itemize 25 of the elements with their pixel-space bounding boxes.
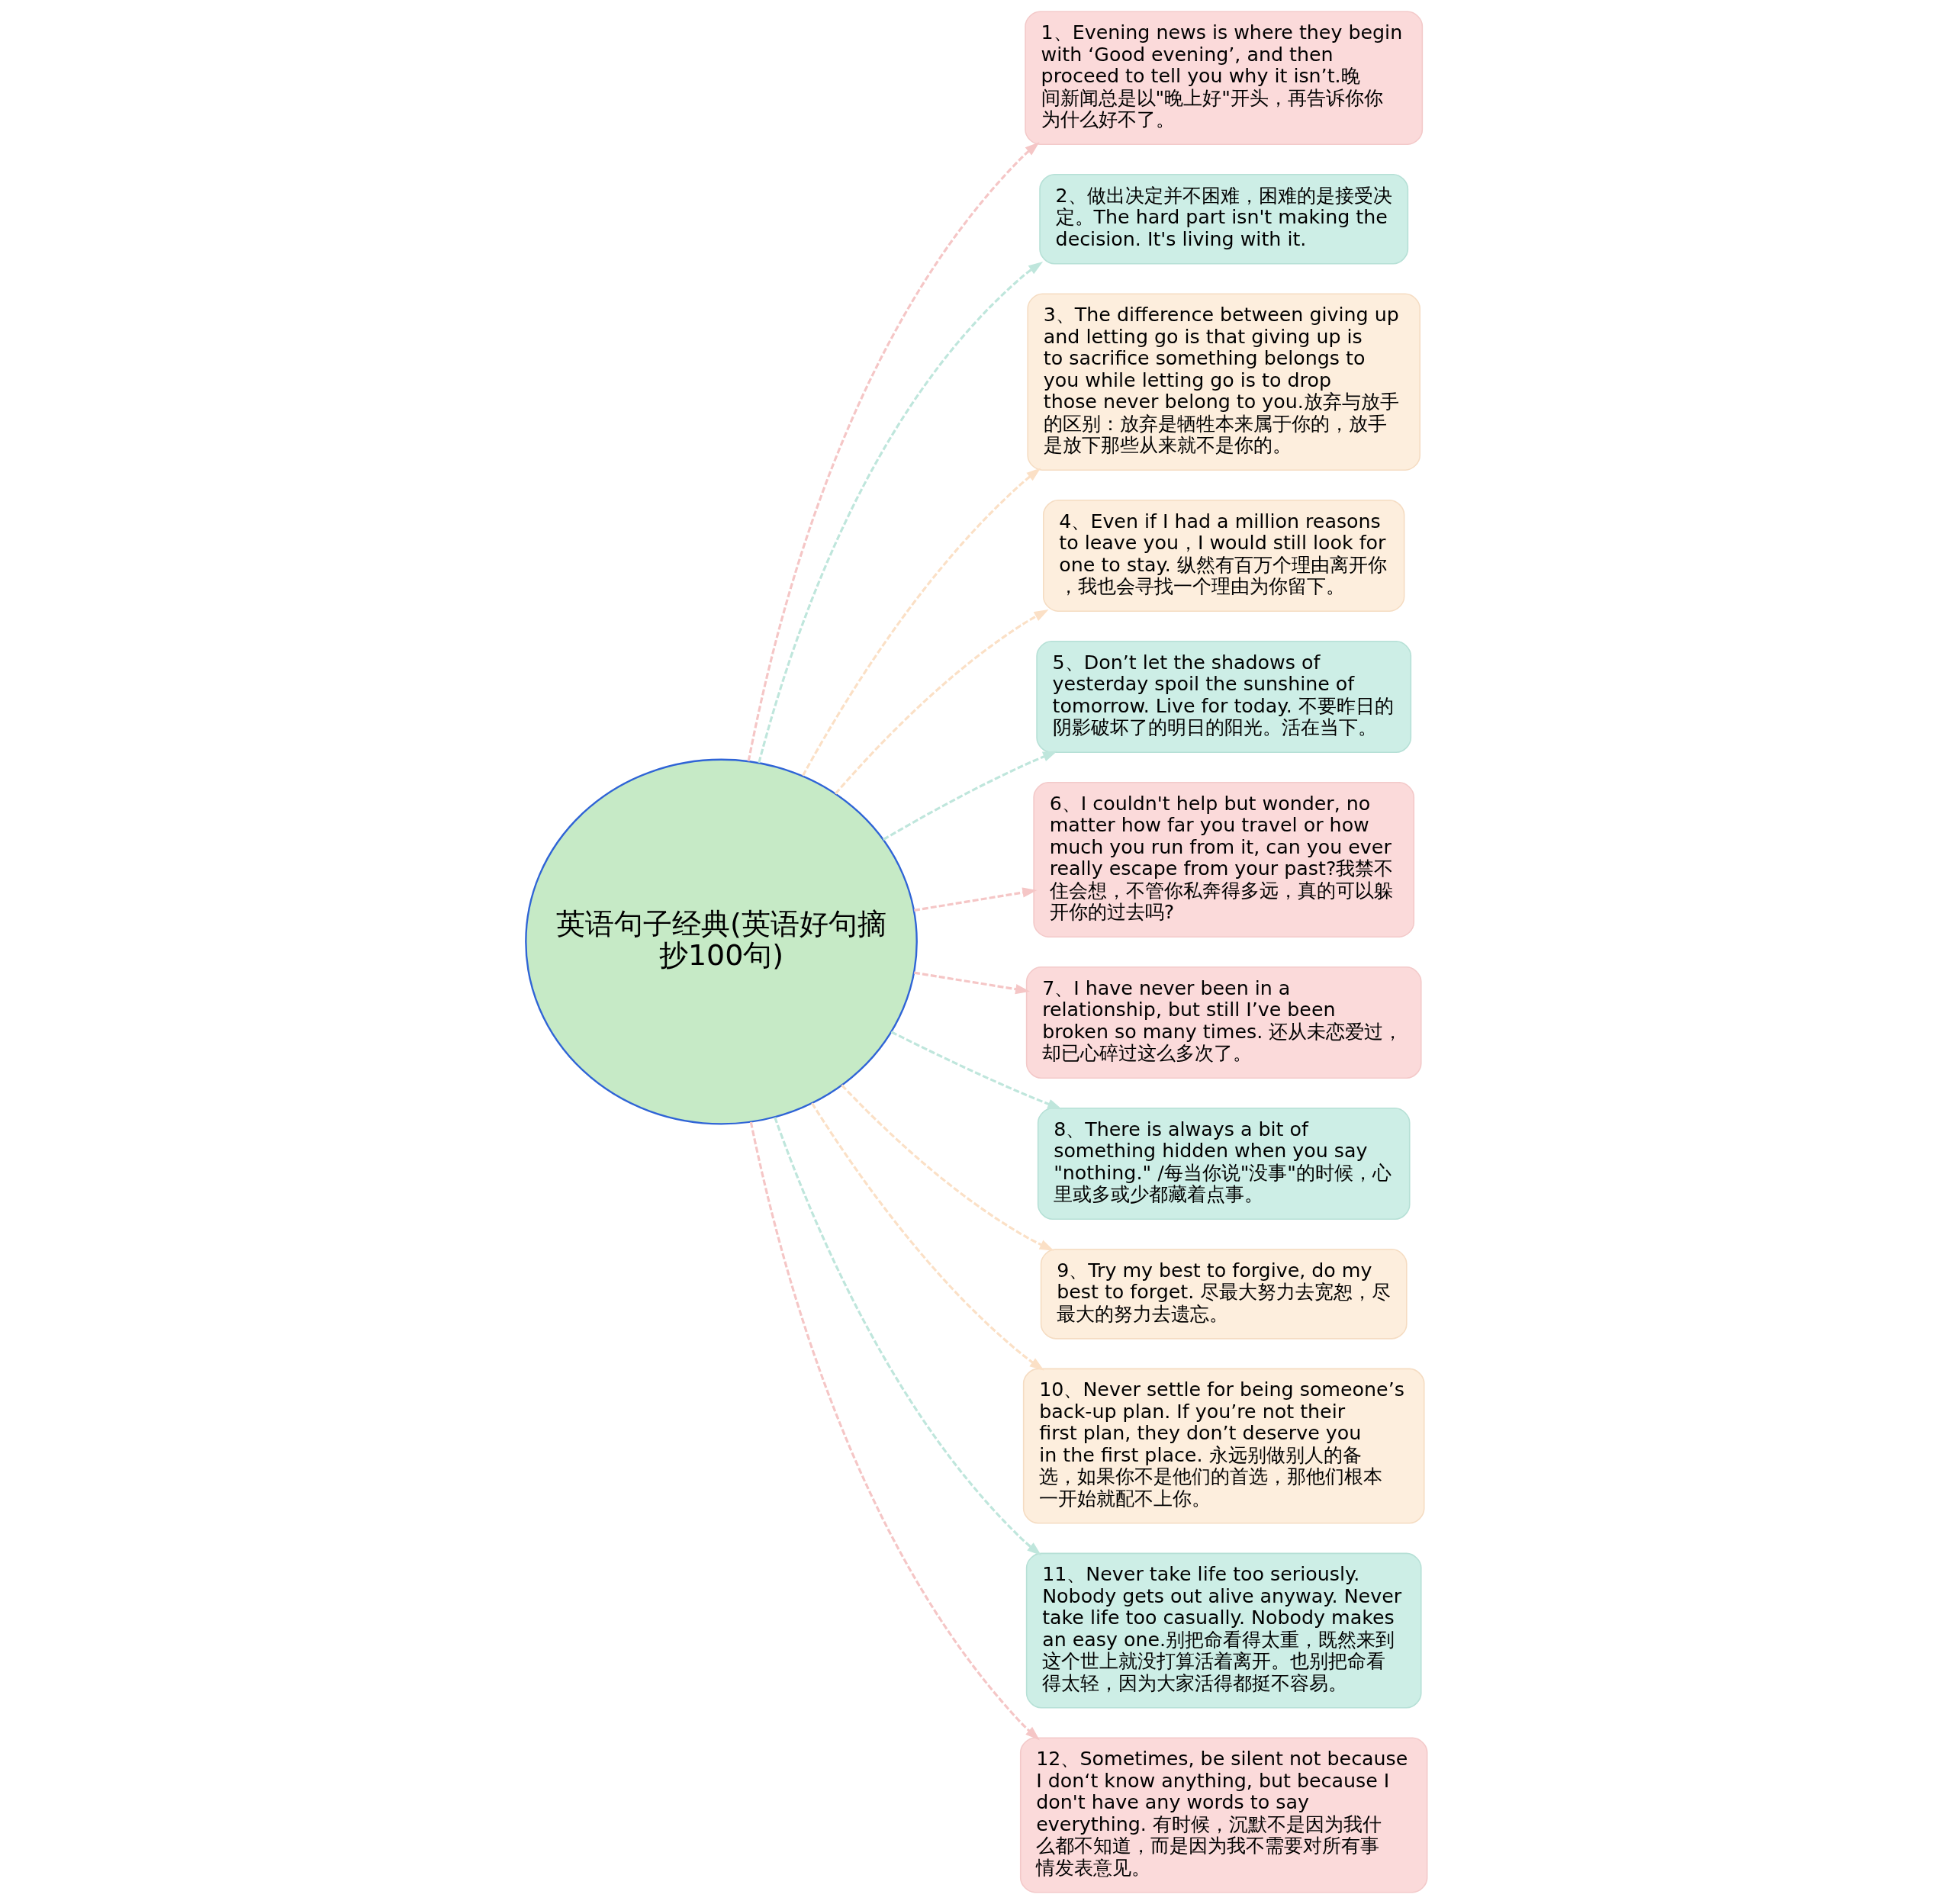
arrow: [774, 1117, 1042, 1556]
arrow: [802, 468, 1041, 777]
arrow: [890, 1031, 1063, 1110]
arrow: [841, 1084, 1054, 1251]
node-box: 2、做出决定并不困难，困难的是接受决定。The hard part isn't making the decision. It's living with it.: [1039, 173, 1409, 265]
node-box: 11、Never take life too seriously. Nobody gets out alive anyway. Never take life too casually. Nobody makes an easy one.别把命看得太重，既然来到这个世上就没打算活着离开。也别把命看得太轻，因为大家活得都挺不容易。: [1025, 1552, 1422, 1709]
node-box: 1、Evening news is where they begin with ‘Good evening’, and then proceed to tell you why it isn’t.晚间新闻总是以"晚上好"开头，再告诉你你为什么好不了。: [1025, 11, 1424, 145]
arrow: [883, 751, 1057, 841]
node-box: 12、Sometimes, be silent not because I don‘t know anything, but because I don't have any words to say everything. 有时候，沉默不是因为我什么都不知道，而是因为我不需要对所有事情发表意见。: [1019, 1737, 1428, 1893]
node-box: 7、I have never been in a relationship, but still I’ve been broken so many times. 还从未恋爱过，却已心碎过这么多次了。: [1025, 966, 1422, 1079]
arrow: [913, 887, 1038, 912]
arrow: [834, 609, 1049, 795]
node-box: 10、Never settle for being someone’s back-up plan. If you’re not their first plan, they don’t deserve you in the first place. 永远别做别人的备选，如果你不是他们的首选，那他们根本一开始就配不上你。: [1022, 1368, 1425, 1524]
node-box: 8、There is always a bit of something hidden when you say "nothing." /每当你说"没事"的时候，心里或多或少都藏着点事。: [1037, 1108, 1411, 1221]
arrow: [811, 1102, 1044, 1371]
node-box: 5、Don’t let the shadows of yesterday spoil the sunshine of tomorrow. Live for today. 不要昨日的阴影破坏了的明日的阳光。活在当下。: [1036, 641, 1412, 754]
node-box: 3、The difference between giving up and letting go is that giving up is to sacrifice something belongs to you while letting go is to drop those never belong to you.放弃与放手的区别：放弃是牺牲本来属于你的，放手是放下那些从来就不是你的。: [1027, 293, 1421, 471]
node-box: 4、Even if I had a million reasons to leave you，I would still look for one to stay. 纵然有百万个理由离开你，我也会寻找一个理由为你留下。: [1043, 499, 1405, 613]
node-box: 6、I couldn't help but wonder, no matter how far you travel or how much you run from it, can you ever really escape from your past?我禁不住会想，不管你私奔得多远，真的可以躲开你的过去吗?: [1033, 782, 1415, 938]
arrow: [913, 971, 1031, 995]
node-box: 9、Try my best to forgive, do my best to forget. 尽最大努力去宽恕，尽最大的努力去遗忘。: [1040, 1249, 1408, 1340]
arrow: [758, 262, 1044, 764]
arrow: [749, 1121, 1040, 1741]
arrow: [747, 142, 1040, 762]
node-circle: 英语句子经典(英语好句摘抄100句): [525, 758, 918, 1125]
